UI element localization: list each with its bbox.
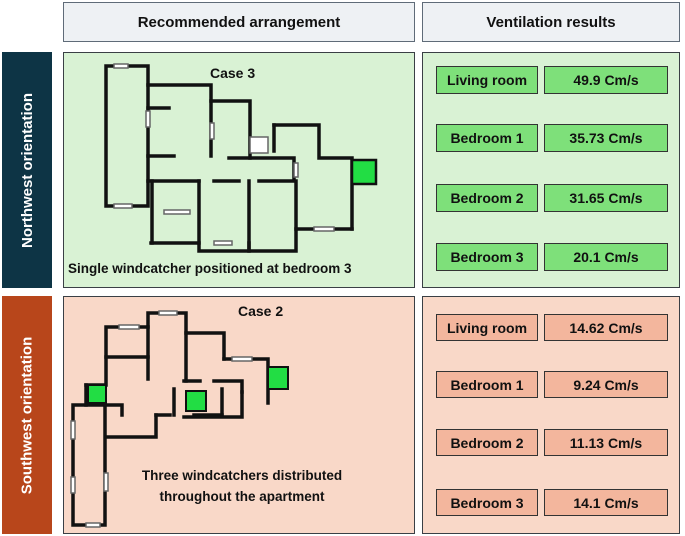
windcatcher-marker	[350, 158, 378, 186]
northwest-room-bedroom-1: Bedroom 1	[436, 124, 538, 152]
northwest-value-living-room: 49.9 Cm/s	[544, 66, 668, 94]
southwest-arrangement-panel: Case 2 Three windcatchers distributed th…	[63, 296, 415, 534]
southwest-caption-line2: throughout the apartment	[159, 489, 325, 504]
northwest-caption: Single windcatcher positioned at bedroom…	[68, 261, 352, 276]
southwest-room-living-room: Living room	[436, 314, 538, 341]
southwest-value-bedroom-1: 9.24 Cm/s	[544, 371, 668, 398]
header-ventilation-results: Ventilation results	[422, 2, 680, 42]
northwest-room-bedroom-2: Bedroom 2	[436, 184, 538, 212]
northwest-arrangement-panel: Case 3 Single windcatcher positioned at …	[63, 52, 415, 288]
southwest-orientation-text: Southwest orientation	[18, 336, 36, 494]
northwest-room-living-room: Living room	[436, 66, 538, 94]
southwest-value-bedroom-2: 11.13 Cm/s	[544, 429, 668, 456]
southwest-caption-line1: Three windcatchers distributed	[141, 468, 343, 483]
southwest-case-label: Case 2	[238, 303, 284, 319]
southwest-room-bedroom-1: Bedroom 1	[436, 371, 538, 398]
northwest-value-bedroom-2: 31.65 Cm/s	[544, 184, 668, 212]
northwest-floor-plan	[104, 63, 378, 253]
southwest-floor-plan	[70, 310, 289, 528]
southwest-room-bedroom-3: Bedroom 3	[436, 489, 538, 516]
southwest-room-bedroom-2: Bedroom 2	[436, 429, 538, 456]
northwest-value-bedroom-1: 35.73 Cm/s	[544, 124, 668, 152]
southwest-value-living-room: 14.62 Cm/s	[544, 314, 668, 341]
windcatcher-marker-1	[87, 384, 107, 404]
northwest-results-panel: Living room 49.9 Cm/s Bedroom 1 35.73 Cm…	[422, 52, 680, 288]
windcatcher-marker-3	[267, 366, 289, 390]
header-recommended-arrangement: Recommended arrangement	[63, 2, 415, 42]
northwest-orientation-text: Northwest orientation	[18, 92, 36, 248]
southwest-results-panel: Living room 14.62 Cm/s Bedroom 1 9.24 Cm…	[422, 296, 680, 534]
southwest-orientation-label: Southwest orientation	[2, 296, 52, 534]
windcatcher-marker-2	[185, 390, 207, 412]
northwest-value-bedroom-3: 20.1 Cm/s	[544, 243, 668, 271]
northwest-case-label: Case 3	[210, 65, 256, 81]
northwest-orientation-label: Northwest orientation	[2, 52, 52, 288]
southwest-value-bedroom-3: 14.1 Cm/s	[544, 489, 668, 516]
northwest-room-bedroom-3: Bedroom 3	[436, 243, 538, 271]
